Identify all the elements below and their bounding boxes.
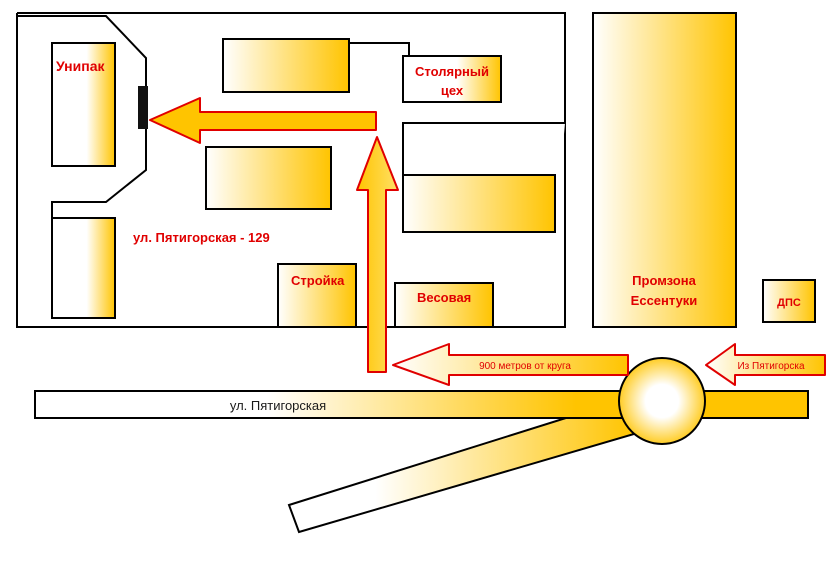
building-lower-left bbox=[51, 217, 116, 319]
unipak-building bbox=[51, 42, 116, 167]
promzona-building bbox=[592, 12, 737, 328]
gate-marker bbox=[138, 86, 148, 129]
diagonal-road bbox=[287, 399, 636, 534]
arrow-up-entry bbox=[356, 136, 399, 373]
building-right-inner bbox=[402, 174, 556, 233]
address-label: ул. Пятигорская - 129 bbox=[133, 230, 270, 245]
stroyka-label: Стройка bbox=[291, 273, 345, 288]
street-label: ул. Пятигорская bbox=[230, 398, 326, 413]
vesovaya-building bbox=[394, 282, 494, 328]
unipak-label: Унипак bbox=[56, 58, 105, 74]
from-pyatigorsk-label: Из Пятигорска bbox=[737, 361, 804, 372]
dps-building bbox=[762, 279, 816, 323]
promzona-label-line1: Промзона bbox=[632, 273, 696, 288]
unipak-territory-outline bbox=[17, 15, 147, 223]
stolyarny-label-line1: Столярный bbox=[415, 64, 489, 79]
arrow-left-to-gate bbox=[149, 97, 377, 144]
stroyka-building bbox=[277, 263, 357, 328]
promzona-label-line2: Ессентуки bbox=[631, 293, 698, 308]
building-center bbox=[205, 146, 332, 210]
connector-line bbox=[349, 42, 410, 56]
stolyarny-label-line2: цех bbox=[441, 83, 464, 98]
dps-label: ДПС bbox=[777, 297, 801, 309]
arrow-900m bbox=[392, 343, 629, 386]
vesovaya-label: Весовая bbox=[417, 290, 471, 305]
stolyarny-building bbox=[402, 55, 502, 103]
roundabout-circle bbox=[618, 357, 706, 445]
arrow-from-pyatigorsk bbox=[705, 343, 826, 386]
building-top-middle bbox=[222, 38, 350, 93]
distance-arrow-label: 900 метров от круга bbox=[479, 361, 571, 372]
